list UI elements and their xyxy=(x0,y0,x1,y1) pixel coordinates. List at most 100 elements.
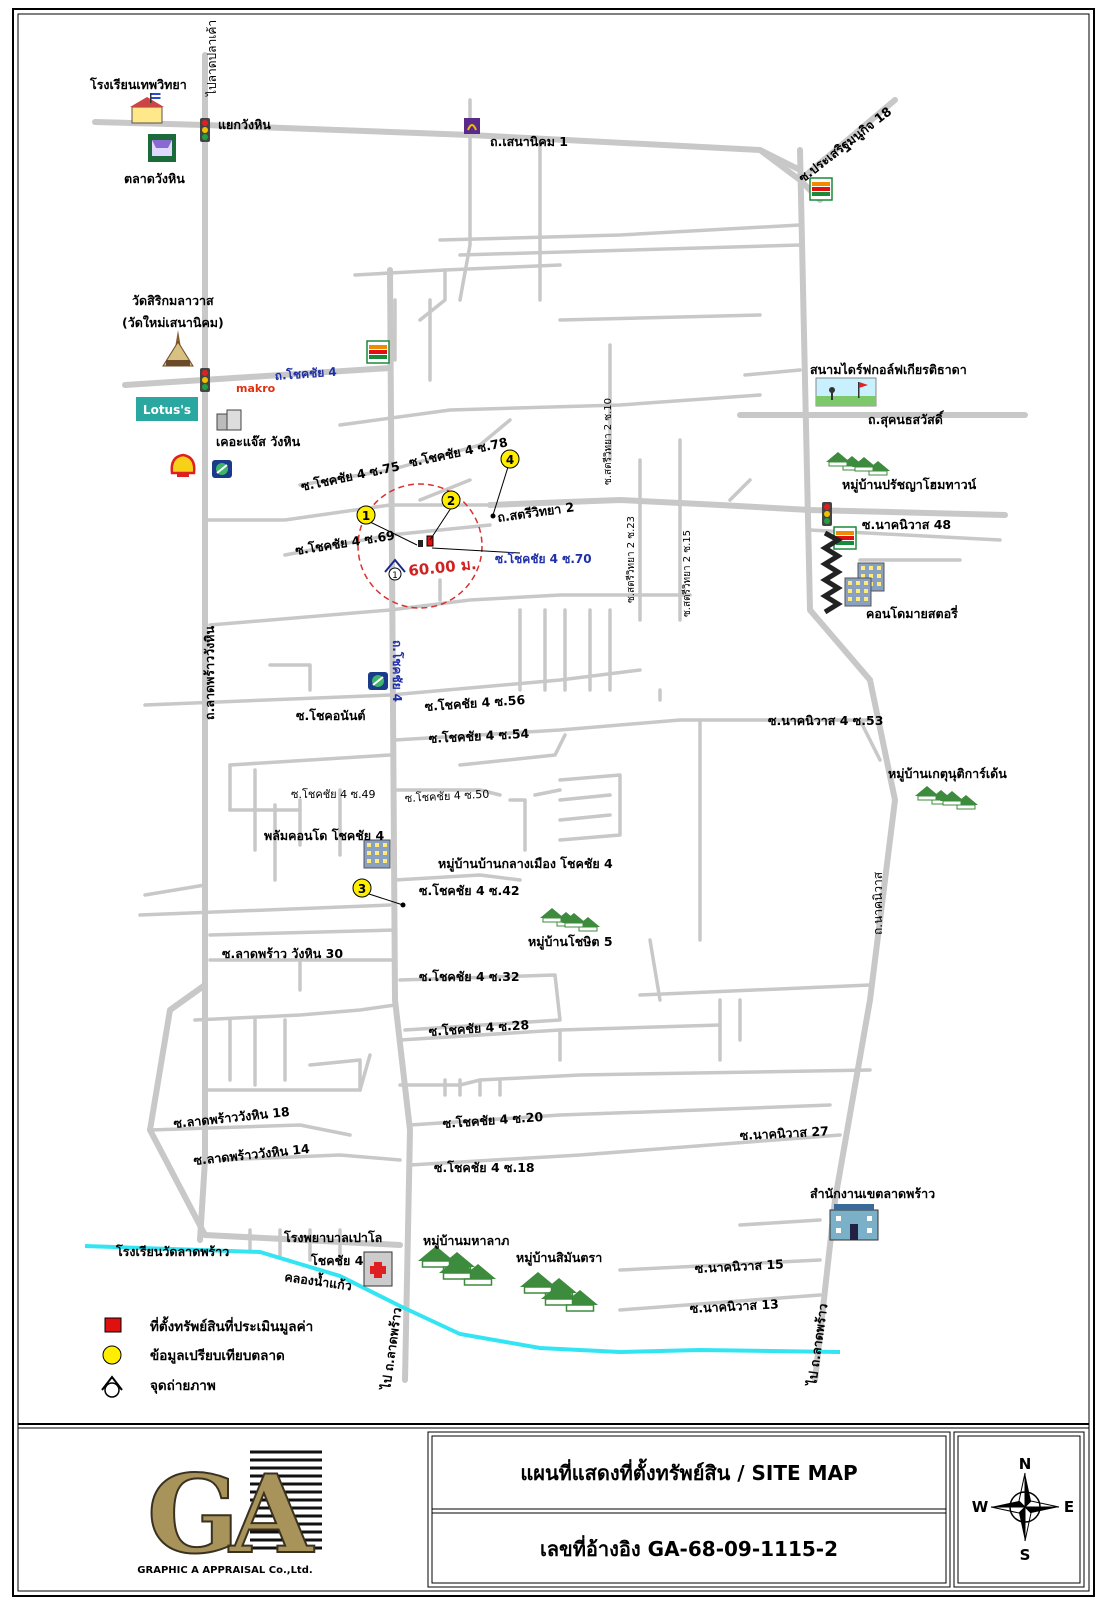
label-simantra: หมู่บ้านสิมันตรา xyxy=(516,1250,602,1266)
label-lp30: ซ.ลาดพร้าว วังหิน 30 xyxy=(222,946,343,961)
district-office-icon xyxy=(829,1204,879,1241)
label-so70: ซ.โชคชัย 4 ซ.70 xyxy=(495,551,592,566)
seven-eleven-icon xyxy=(809,177,833,201)
label-distance: 60.00 ม. xyxy=(408,555,478,580)
label-nakniwat-v: ถ.นาคนิวาส xyxy=(871,871,885,935)
subject-property-marker xyxy=(426,535,434,547)
temple-icon xyxy=(162,330,194,367)
label-sukon: ถ.สุคนธสวัสดิ์ xyxy=(868,410,945,428)
village-house-icon xyxy=(417,1245,497,1286)
condo-building-icon xyxy=(844,577,872,607)
title-block: GA GRAPHIC A APPRAISAL Co.,Ltd. แผนที่แส… xyxy=(18,1423,1089,1588)
label-nakniwat48: ซ.นาคนิวาส 48 xyxy=(862,517,951,532)
label-palm: พลัมคอนโด โชคชัย 4 xyxy=(264,828,384,843)
label-golf: สนามไดร์ฟกอล์ฟเกียรติธาดา xyxy=(810,362,967,377)
label-chokanan: ซ.โชคอนันต์ xyxy=(296,708,366,723)
label-nakniwat15: ซ.นาคนิวาส 15 xyxy=(694,1256,784,1276)
traffic-light-icon xyxy=(822,502,832,526)
distance-line xyxy=(431,547,521,554)
label-hospital-line1: โรงพยาบาลเปาโล xyxy=(283,1230,382,1245)
svg-text:3: 3 xyxy=(358,882,366,896)
label-lp14: ซ.ลาดพร้าววังหิน 14 xyxy=(193,1141,311,1168)
svg-text:จุดถ่ายภาพ: จุดถ่ายภาพ xyxy=(150,1378,216,1394)
svg-text:GRAPHIC A APPRAISAL Co.,Ltd.: GRAPHIC A APPRAISAL Co.,Ltd. xyxy=(137,1565,312,1576)
label-wat-line2: (วัดใหม่เสนานิคม) xyxy=(122,315,224,330)
photo-point-icon: 1 xyxy=(384,558,406,581)
road-network xyxy=(92,52,1028,1383)
seven-eleven-icon xyxy=(366,340,390,364)
condo-zigzag-icon xyxy=(820,530,844,615)
compass-icon: N S E W xyxy=(972,1455,1074,1564)
village-house-icon xyxy=(825,451,891,476)
school-icon xyxy=(130,93,164,124)
label-so28: ซ.โชคชัย 4 ซ.28 xyxy=(428,1017,529,1039)
map-title: แผนที่แสดงที่ตั้งทรัพย์สิน / SITE MAP xyxy=(520,1458,857,1485)
label-so49: ซ.โชคชัย 4 ซ.49 xyxy=(291,787,376,801)
svg-text:E: E xyxy=(1064,1498,1074,1516)
svg-text:W: W xyxy=(972,1498,989,1516)
traffic-light-icon xyxy=(200,118,210,142)
shell-icon xyxy=(170,453,196,477)
label-so50: ซ.โชคชัย 4 ซ.50 xyxy=(404,787,489,805)
svg-text:ที่ตั้งทรัพย์สินที่ประเมินมูลค: ที่ตั้งทรัพย์สินที่ประเมินมูลค่า xyxy=(150,1316,313,1335)
label-chokchai4-vertical: ถ.โชคชัย 4 xyxy=(390,640,405,702)
svg-text:4: 4 xyxy=(506,453,514,467)
label-to-lat-pla-khao: ไปลาดปลาเค้า xyxy=(205,20,219,97)
label-lat-phrao-wang-hin: ถ.ลาดพร้าววังหิน xyxy=(202,626,217,720)
svg-text:GA: GA xyxy=(147,1452,315,1578)
bank-icon xyxy=(464,118,480,134)
comparable-marker-1: 1 xyxy=(356,505,418,546)
market-icon xyxy=(148,134,176,162)
label-kc-wanghin: เคอะแจ๊ส วังหิน xyxy=(216,434,301,449)
label-senanikhom1: ถ.เสนานิคม 1 xyxy=(490,134,568,149)
label-ketsukit: หมู่บ้านเกตุนุติการ์เด้น xyxy=(888,766,1007,782)
label-so75: ซ.โชคชัย 4 ซ.75 xyxy=(300,458,402,494)
label-prasert18: ซ.ประเสริฐมนูกิจ 18 xyxy=(796,104,895,187)
label-so54: ซ.โชคชัย 4 ซ.54 xyxy=(428,726,530,746)
bank-icon xyxy=(211,459,233,479)
label-mahalap: หมู่บ้านมหาลาภ xyxy=(423,1233,509,1249)
label-nakniwat13: ซ.นาคนิวาส 13 xyxy=(689,1296,779,1316)
label-nakniwat4-53: ซ.นาคนิวาส 4 ซ.53 xyxy=(768,713,883,728)
label-satri2-23: ซ.สตรีวิทยา 2 ซ.23 xyxy=(625,516,637,603)
lotus-logo: Lotus's xyxy=(136,397,198,421)
svg-text:Lotus's: Lotus's xyxy=(143,403,191,417)
village-house-icon xyxy=(914,785,979,810)
label-pratya: หมู่บ้านปรัชญาโฮมทาวน์ xyxy=(842,477,977,493)
legend: ที่ตั้งทรัพย์สินที่ประเมินมูลค่า ข้อมูลเ… xyxy=(101,1316,313,1398)
label-condo-my: คอนโดมายสตอรี่ xyxy=(866,605,958,621)
label-district-office: สำนักงานเขตลาดพร้าว xyxy=(810,1186,935,1201)
label-so32: ซ.โชคชัย 4 ซ.32 xyxy=(419,969,520,984)
office-building-icon xyxy=(216,409,242,431)
label-so56: ซ.โชคชัย 4 ซ.56 xyxy=(424,692,526,714)
label-satri2-15: ซ.สตรีวิทยา 2 ซ.15 xyxy=(681,530,693,617)
svg-text:1: 1 xyxy=(362,509,370,523)
label-chokchai4-top: ถ.โชคชัย 4 xyxy=(274,364,337,383)
label-so20: ซ.โชคชัย 4 ซ.20 xyxy=(442,1109,544,1131)
canal-khlong-nam-kaeo xyxy=(84,1244,841,1355)
comparable-plot-marker xyxy=(418,540,423,547)
svg-text:ข้อมูลเปรียบเทียบตลาด: ข้อมูลเปรียบเทียบตลาด xyxy=(150,1348,285,1364)
village-house-icon xyxy=(539,907,601,932)
hospital-icon xyxy=(363,1251,393,1287)
label-nakniwat27: ซ.นาคนิวาส 27 xyxy=(739,1123,829,1143)
comparable-marker-4: 4 xyxy=(490,449,520,519)
label-hospital-line2: โชคชัย 4 xyxy=(310,1253,364,1268)
label-to-lat-phrao-left: ไป ถ.ลาดพร้าว xyxy=(378,1306,405,1392)
golf-icon xyxy=(815,377,877,407)
makro-logo: makro xyxy=(236,382,276,395)
svg-text:2: 2 xyxy=(447,494,455,508)
reference-number: เลขที่อ้างอิง GA-68-09-1115-2 xyxy=(540,1534,838,1561)
label-so18: ซ.โชคชัย 4 ซ.18 xyxy=(434,1160,535,1175)
label-wat-line1: วัดสิริกมลาวาส xyxy=(132,293,214,308)
label-school-wat: โรงเรียนวัดลาดพร้าว xyxy=(115,1244,229,1259)
condo-building-icon xyxy=(363,839,391,869)
svg-text:N: N xyxy=(1019,1455,1032,1473)
comparable-marker-2: 2 xyxy=(429,490,461,541)
label-so69: ซ.โชคชัย 4 ซ.69 xyxy=(294,527,396,558)
traffic-light-icon xyxy=(200,368,210,392)
radius-circle xyxy=(357,483,483,609)
label-satri2-10: ซ.สตรีวิทยา 2 ซ.10 xyxy=(602,398,614,485)
label-talat-wang-hin: ตลาดวังหิน xyxy=(124,171,185,186)
